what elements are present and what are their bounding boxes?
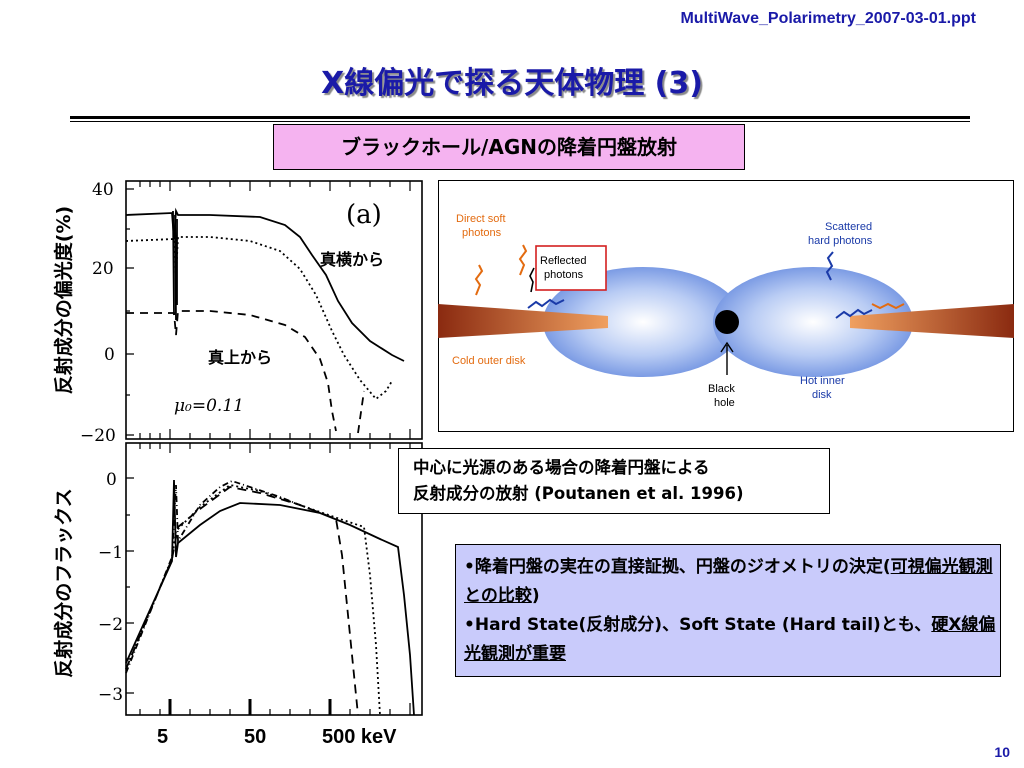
y-label-polarization: 反射成分の偏光度(%): [53, 205, 75, 395]
soft-photon-squiggle-3: [871, 302, 905, 310]
black-hole-icon: [715, 310, 739, 334]
scattered-photon-squiggle-2: [835, 308, 873, 319]
top-ytick-2: 0: [104, 345, 115, 365]
title-rule-thin: [70, 121, 970, 122]
bottom-dotted-curve: [125, 484, 381, 716]
note-1-emphasis: 可視偏光観測との比較: [464, 557, 993, 606]
slide-title: X線偏光で探る天体物理 (3): [321, 66, 703, 101]
top-panel-frame: [125, 180, 423, 440]
polarization-flux-plot: 40 20 0 −20 0 −1 −2 −3 (a) μ₀=0.11 真横から …: [80, 180, 423, 716]
figure-caption: 中心に光源のある場合の降着円盤による 反射成分の放射 (Poutanen et …: [398, 448, 830, 514]
label-black-hole-2: hole: [714, 397, 735, 409]
soft-photon-squiggle-2: [518, 244, 528, 276]
reflected-photon-squiggle: [529, 267, 535, 293]
top-ytick-0: 40: [92, 180, 114, 200]
label-scattered-2: hard photons: [808, 235, 873, 247]
cold-disk-left: [438, 304, 608, 338]
page-number: 10: [994, 744, 1010, 760]
bottom-ytick-0: 0: [106, 470, 117, 490]
scattered-photon-squiggle: [825, 251, 834, 281]
annotation-side-view: 真横から: [320, 250, 384, 269]
file-name: MultiWave_Polarimetry_2007-03-01.ppt: [680, 10, 976, 27]
hot-disk-right: [713, 267, 913, 377]
note-2-emphasis: 硬X線偏光観測が重要: [464, 615, 996, 664]
bottom-solid-curve: [125, 479, 415, 716]
x-tick-50: 50: [244, 726, 267, 748]
label-reflected: Reflected: [540, 255, 586, 267]
bottom-panel-frame: [125, 442, 423, 716]
label-cold-disk: Cold outer disk: [452, 355, 526, 367]
hot-disk-left: [543, 267, 743, 377]
x-tick-5: 5: [157, 726, 169, 748]
top-ytick-1: 20: [92, 259, 114, 279]
soft-photon-squiggle: [474, 264, 484, 296]
hard-photon-squiggle: [527, 298, 565, 309]
bottom-dashed-curve: [125, 486, 359, 716]
panel-label: (a): [346, 200, 382, 230]
label-scattered: Scattered: [825, 221, 872, 233]
label-direct-soft-2: photons: [462, 227, 502, 239]
top-ytick-3: −20: [80, 426, 116, 446]
section-label: ブラックホール/AGNの降着円盤放射: [273, 124, 745, 170]
note-bullet-1: •降着円盤の実在の直接証拠、円盤のジオメトリの決定(可視偏光観測との比較): [464, 557, 993, 606]
bottom-ytick-2: −2: [98, 615, 123, 635]
notes-box: •降着円盤の実在の直接証拠、円盤のジオメトリの決定(可視偏光観測との比較) •H…: [455, 544, 1001, 677]
x-tick-500kev: 500 keV: [322, 726, 397, 748]
caption-line-1: 中心に光源のある場合の降着円盤による: [413, 458, 710, 477]
label-direct-soft: Direct soft: [456, 213, 506, 225]
label-black-hole: Black: [708, 383, 735, 395]
x-major-ticks: [168, 699, 332, 715]
label-reflected-2: photons: [544, 269, 584, 281]
note-bullet-2: •Hard State(反射成分)、Soft State (Hard tail)…: [464, 615, 996, 664]
label-hot-disk-2: disk: [812, 389, 832, 401]
annotation-top-view: 真上から: [208, 348, 272, 367]
caption-line-2: 反射成分の放射 (Poutanen et al. 1996): [413, 484, 744, 503]
bottom-ytick-3: −3: [98, 685, 123, 705]
bottom-ytick-1: −1: [98, 543, 123, 563]
accretion-disk-diagram: Direct soft photons Reflected photons Sc…: [438, 180, 1014, 432]
label-hot-disk: Hot inner: [800, 375, 845, 387]
mu-label: μ₀=0.11: [174, 396, 244, 416]
cold-disk-right: [850, 304, 1014, 338]
top-solid-curve: [125, 207, 405, 362]
title-rule: [70, 116, 970, 119]
bottom-dashdot-curve: [125, 480, 311, 674]
reflected-box: [535, 245, 607, 291]
y-label-flux: 反射成分のフラックス: [53, 488, 75, 678]
top-dashed-curve: [126, 310, 365, 434]
black-hole-arrow: [720, 341, 734, 375]
